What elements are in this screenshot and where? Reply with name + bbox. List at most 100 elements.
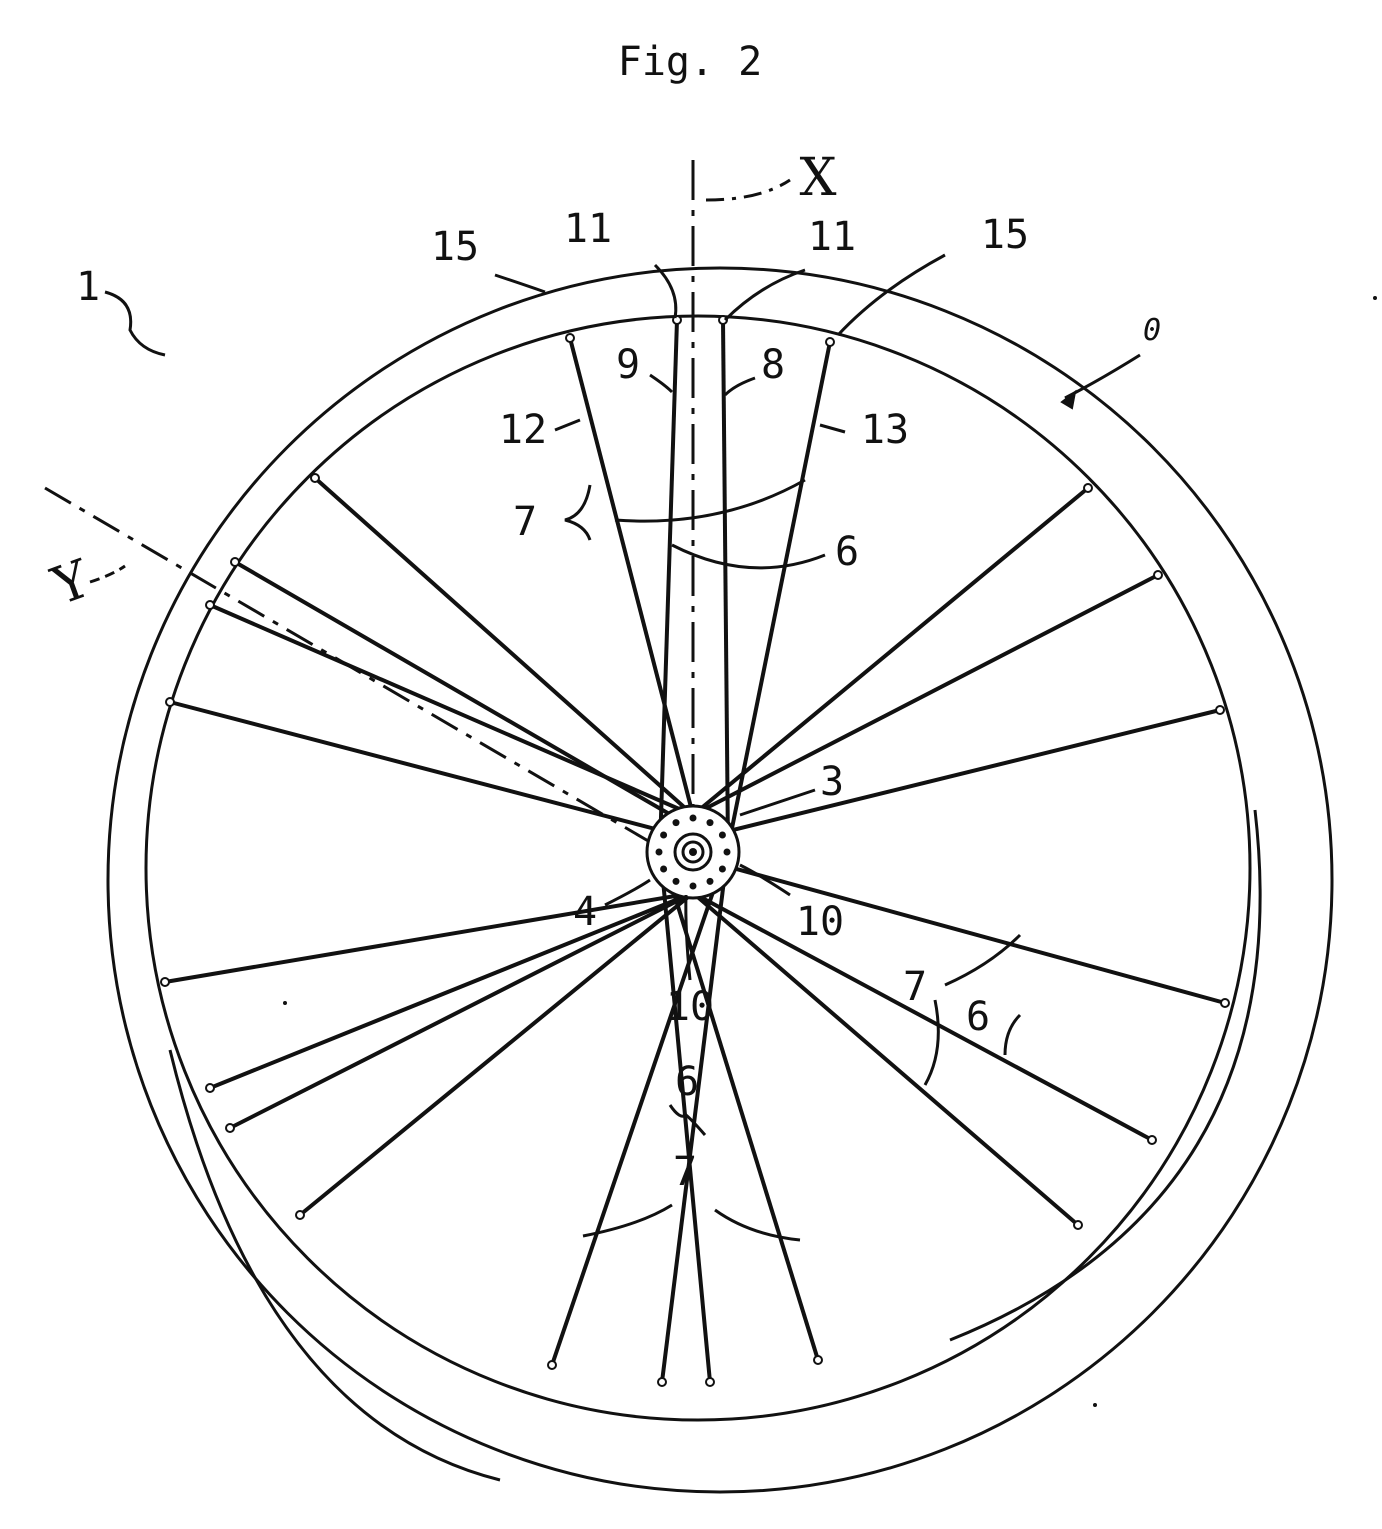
hub-holes bbox=[655, 814, 731, 890]
label-9: 9 bbox=[616, 342, 640, 388]
label-0: 0 bbox=[1143, 313, 1161, 348]
arc-7-top bbox=[614, 478, 806, 523]
label-4: 4 bbox=[573, 889, 597, 935]
label-3: 3 bbox=[820, 759, 844, 805]
arc-6-top bbox=[671, 543, 826, 570]
hub-axle bbox=[689, 848, 697, 856]
speck-right bbox=[1373, 296, 1377, 300]
rim-shading-right bbox=[949, 809, 1262, 1342]
leader-9 bbox=[649, 373, 674, 394]
brace-6-bottom bbox=[668, 1104, 707, 1136]
speck-left bbox=[283, 1001, 287, 1005]
hub-hole bbox=[718, 831, 726, 839]
label-15-right: 15 bbox=[981, 212, 1029, 258]
spoke-nipple-19 bbox=[165, 697, 175, 707]
arc-6-right bbox=[1003, 1013, 1022, 1056]
spoke-15 bbox=[692, 891, 1153, 1142]
spoke-nipple-3 bbox=[205, 600, 215, 610]
spoke-22 bbox=[550, 847, 730, 1366]
diagonal-axis-mark bbox=[89, 564, 126, 584]
leader-15-left bbox=[494, 273, 546, 294]
rim-shading-left bbox=[168, 1049, 501, 1482]
spoke-4 bbox=[691, 486, 1090, 817]
spoke-13 bbox=[209, 891, 694, 1090]
spoke-7 bbox=[659, 708, 1221, 850]
arc-7-bottom-left bbox=[582, 1203, 673, 1238]
leader-10-right bbox=[739, 863, 791, 897]
hub-hole bbox=[655, 848, 663, 856]
axis-label-vertical: X bbox=[799, 148, 836, 208]
label-12: 12 bbox=[499, 407, 547, 453]
spoke-nipple-4 bbox=[1083, 483, 1093, 493]
diagonal-axis-line bbox=[44, 486, 651, 844]
figure-title: Fig. 2 bbox=[618, 39, 763, 85]
spoke-2 bbox=[313, 476, 695, 817]
label-11-right: 11 bbox=[808, 214, 856, 260]
spoke-16 bbox=[691, 891, 1080, 1227]
spoke-nipple-9 bbox=[705, 1377, 715, 1387]
hub-hole bbox=[718, 865, 726, 873]
spoke-nipple-21 bbox=[657, 1377, 667, 1387]
hub-hole bbox=[672, 877, 680, 885]
hub bbox=[645, 804, 741, 900]
label-6-bottom: 6 bbox=[675, 1059, 699, 1105]
spoke-nipple-10 bbox=[813, 1355, 823, 1365]
spoke-nipple-8 bbox=[1220, 998, 1230, 1008]
spoke-nipple-11 bbox=[160, 977, 170, 987]
label-7-bottom: 7 bbox=[673, 1149, 697, 1195]
spoke-14 bbox=[229, 891, 694, 1130]
spoke-nipple-17 bbox=[825, 337, 835, 347]
hub-hole bbox=[689, 882, 697, 890]
spoke-11 bbox=[164, 891, 694, 984]
spoke-6 bbox=[658, 319, 679, 849]
hub-hole bbox=[660, 865, 668, 873]
label-1: 1 bbox=[76, 264, 100, 310]
spoke-nipple-2 bbox=[310, 473, 320, 483]
hub-hole bbox=[660, 831, 668, 839]
label-11-left: 11 bbox=[564, 206, 612, 252]
leader-8 bbox=[723, 376, 756, 397]
spoke-19 bbox=[169, 700, 729, 850]
spoke-20 bbox=[233, 560, 730, 850]
arc-7-right bbox=[944, 933, 1022, 987]
label-13: 13 bbox=[861, 407, 909, 453]
speck-bottom bbox=[1093, 1403, 1097, 1407]
spoke-nipple-20 bbox=[230, 557, 240, 567]
brace-7-top bbox=[564, 484, 592, 541]
spoke-nipple-1 bbox=[565, 333, 575, 343]
label-15-left: 15 bbox=[431, 224, 479, 270]
arc-7-bottom-right bbox=[714, 1208, 801, 1242]
leader-15-right bbox=[836, 253, 946, 337]
reference-labels: 1 15 11 11 15 0 9 8 12 13 7 6 3 4 10 10 … bbox=[76, 206, 1161, 1195]
leader-1 bbox=[104, 290, 166, 357]
spoke-nipple-7 bbox=[1215, 705, 1225, 715]
hub-ring-outer bbox=[673, 832, 713, 872]
spoke-nipple-5 bbox=[1153, 570, 1163, 580]
hub-hole bbox=[723, 848, 731, 856]
spoke-21 bbox=[660, 847, 730, 1383]
label-6-right: 6 bbox=[966, 994, 990, 1040]
label-10-bottom: 10 bbox=[666, 984, 714, 1030]
spoke-12 bbox=[298, 891, 695, 1217]
leader-13 bbox=[819, 423, 846, 434]
arc-7-right-lower bbox=[923, 999, 940, 1086]
label-6-top: 6 bbox=[835, 529, 859, 575]
label-10-right: 10 bbox=[796, 899, 844, 945]
label-8: 8 bbox=[761, 342, 785, 388]
hub-hole bbox=[706, 877, 714, 885]
leader-10-bottom bbox=[684, 894, 692, 981]
leader-11-left bbox=[653, 263, 678, 319]
spoke-8 bbox=[659, 846, 1226, 1005]
leader-4 bbox=[604, 878, 651, 907]
label-7-top: 7 bbox=[513, 499, 537, 545]
leader-3 bbox=[739, 788, 816, 817]
spoke-nipple-12 bbox=[295, 1210, 305, 1220]
hub-hole bbox=[672, 819, 680, 827]
rim-outer bbox=[106, 266, 1334, 1494]
spoke-nipple-13 bbox=[205, 1083, 215, 1093]
leader-12 bbox=[554, 418, 581, 432]
spoke-nipple-22 bbox=[547, 1360, 557, 1370]
spoke-18 bbox=[721, 319, 730, 849]
